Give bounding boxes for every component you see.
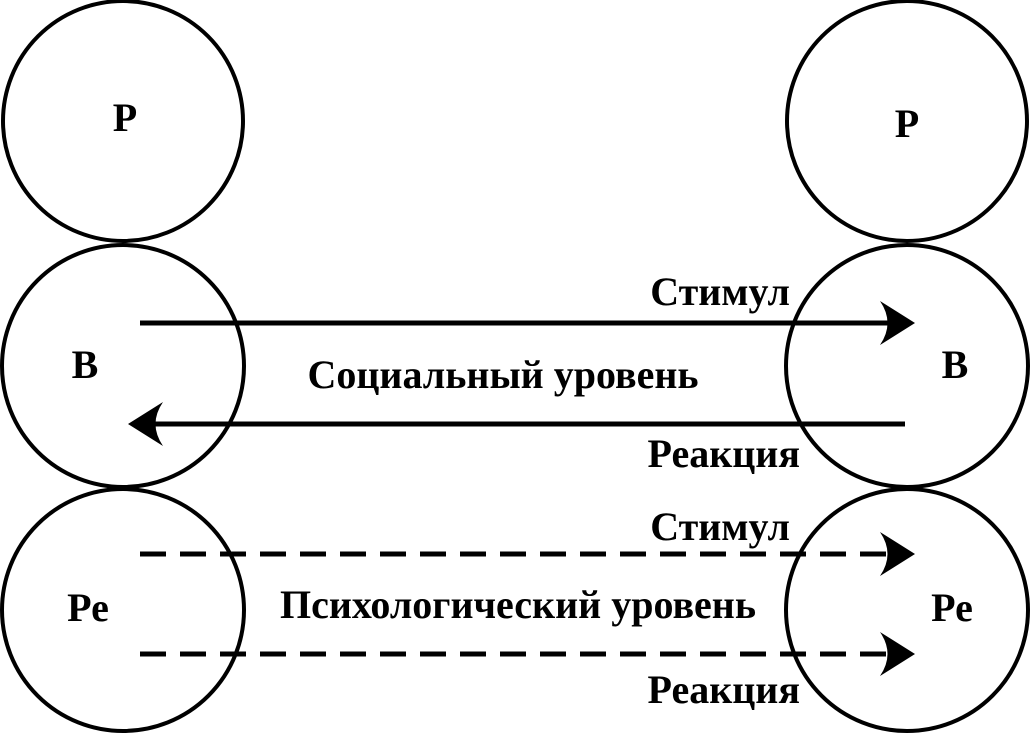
social-level-label: Социальный уровень [307, 352, 698, 397]
right-person: Р В Ре [784, 0, 1030, 733]
right-parent-circle [785, 0, 1029, 243]
psychological-response-label: Реакция [648, 667, 800, 712]
right-adult-circle [784, 243, 1030, 489]
right-child-label: Ре [931, 585, 973, 630]
left-adult-label: В [72, 342, 99, 387]
social-stimulus-arrowhead [880, 301, 915, 345]
left-person: Р В Ре [0, 0, 246, 733]
social-stimulus-label: Стимул [650, 269, 790, 314]
left-adult-circle [0, 243, 246, 489]
left-child-label: Ре [67, 585, 109, 630]
psychological-stimulus-label: Стимул [650, 504, 790, 549]
right-child-circle [784, 487, 1030, 733]
left-child-circle [0, 487, 246, 733]
right-parent-label: Р [895, 101, 919, 146]
psychological-response-arrowhead [880, 632, 915, 676]
psychological-level-label: Психологический уровень [280, 582, 756, 627]
social-level: Стимул Социальный уровень Реакция [128, 269, 915, 476]
right-adult-label: В [942, 342, 969, 387]
psychological-level: Стимул Психологический уровень Реакция [140, 504, 915, 712]
psychological-stimulus-arrowhead [880, 532, 915, 576]
left-parent-label: Р [113, 95, 137, 140]
left-parent-circle [1, 0, 245, 243]
social-response-arrowhead [128, 402, 163, 446]
social-response-label: Реакция [648, 431, 800, 476]
